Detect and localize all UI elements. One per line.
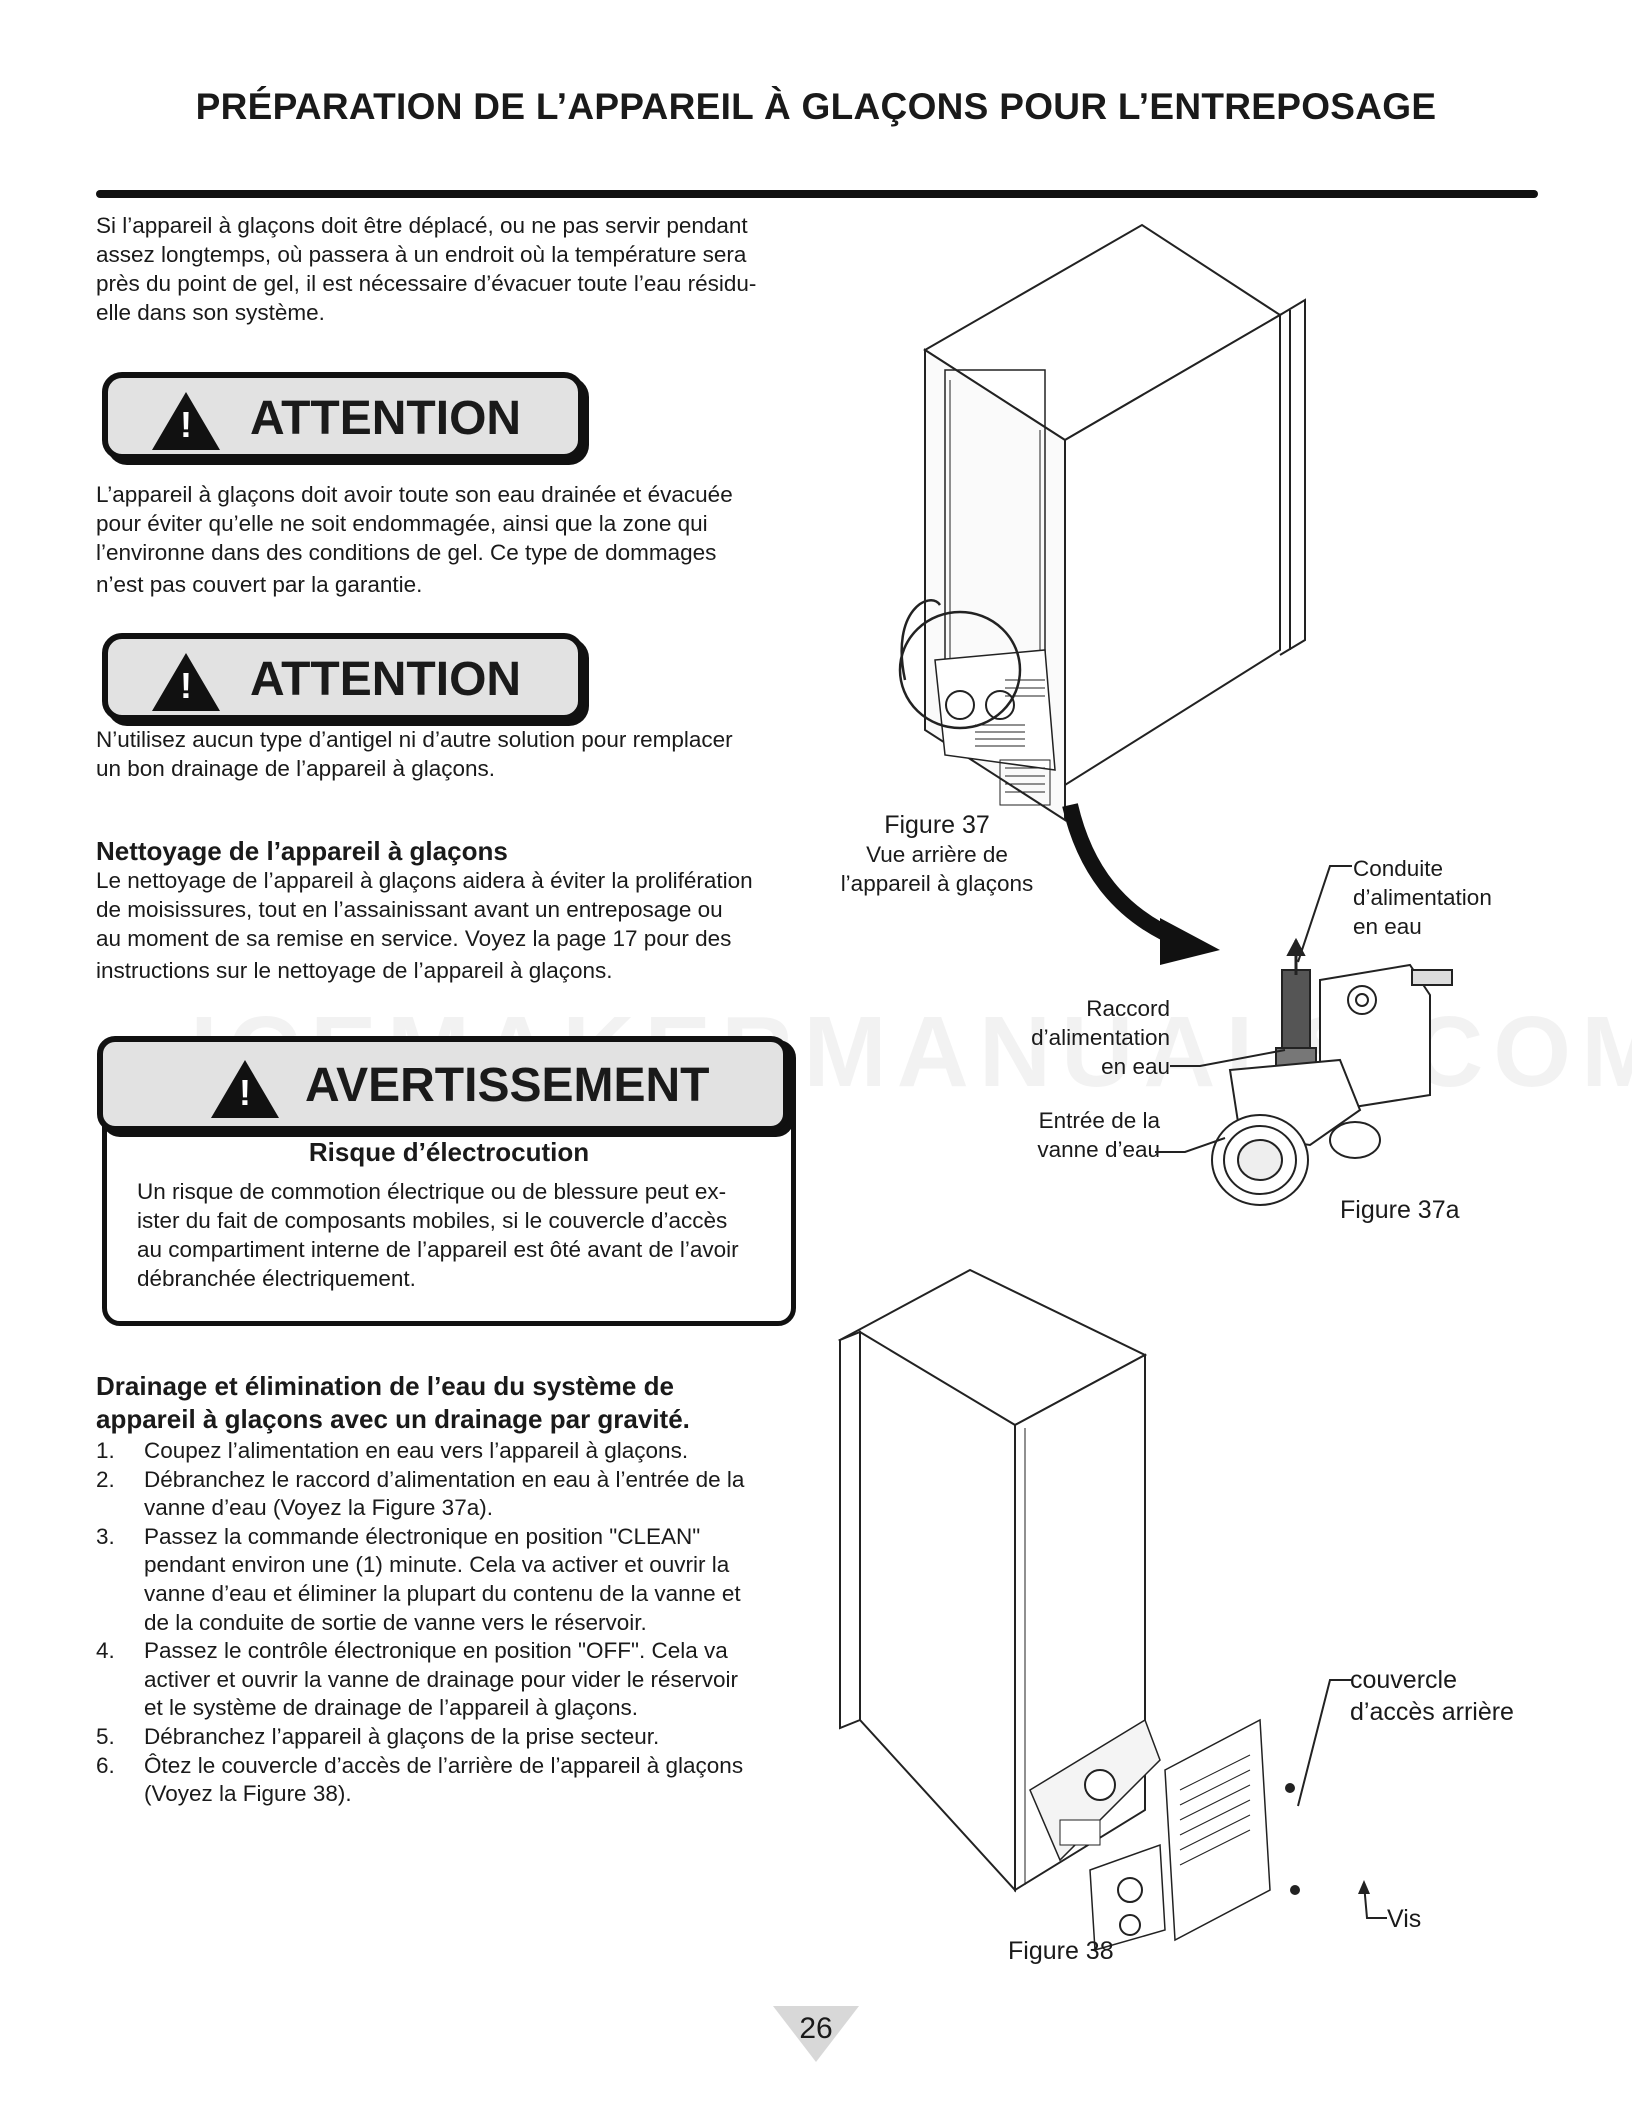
pointer-arrow-icon — [1062, 803, 1220, 965]
figure-37a-caption: Figure 37a — [1340, 1196, 1460, 1224]
step-line: Ôtez le couvercle d’accès de l’arrière d… — [144, 1752, 744, 1778]
callout-inlet: Entrée de la vanne d’eau — [1010, 1106, 1160, 1164]
warning-line: ister du fait de composants mobiles, si … — [137, 1208, 728, 1233]
drainage-heading: Drainage et élimination de l’eau du syst… — [96, 1370, 816, 1436]
callout-line: vanne d’eau — [1037, 1137, 1160, 1162]
page-number: 26 — [799, 2012, 833, 2045]
step-number: 4. — [96, 1638, 115, 1664]
callout-leader — [1170, 1049, 1286, 1067]
callout-line: Conduite — [1353, 856, 1444, 881]
cleaning-paragraph: Le nettoyage de l’appareil à glaçons aid… — [96, 866, 816, 985]
warning-line: débranchée électriquement. — [137, 1266, 416, 1291]
cleaning-line: de moisissures, tout en l’assainissant a… — [96, 897, 723, 922]
caption-line: l’appareil à glaçons — [840, 871, 1034, 896]
list-item: 2. Débranchez le raccord d’alimentation … — [96, 1466, 816, 1523]
callout-leader — [1155, 1137, 1226, 1153]
intro-line: assez longtemps, où passera à un endroit… — [96, 242, 747, 267]
callout-line: d’alimentation — [1353, 885, 1492, 910]
attention-text: L’appareil à glaçons doit avoir toute so… — [96, 480, 816, 599]
step-line: Passez le contrôle électronique en posit… — [144, 1638, 728, 1664]
attention-label: ATTENTION — [250, 392, 522, 445]
attention-line: l’environne dans des conditions de gel. … — [96, 540, 717, 565]
attention-line: L’appareil à glaçons doit avoir toute so… — [96, 482, 733, 507]
figure-38-illustration — [837, 1268, 1300, 1951]
figure-37a-illustration — [1211, 937, 1453, 1206]
list-item: 4. Passez le contrôle électronique en po… — [96, 1637, 816, 1723]
drainage-steps: 1. Coupez l’alimentation en eau vers l’a… — [96, 1437, 816, 1809]
callout-line: d’alimentation — [1031, 1025, 1170, 1050]
attention-box: ! ATTENTION — [102, 633, 584, 721]
warning-subtitle: Risque d’électrocution — [308, 1137, 590, 1167]
page-title: PRÉPARATION DE L’APPAREIL À GLAÇONS POUR… — [195, 86, 1437, 127]
callout-leader — [1297, 865, 1352, 963]
step-line: Débranchez le raccord d’alimentation en … — [144, 1466, 745, 1492]
figure-37-illustration — [898, 223, 1306, 822]
caption-line: Vue arrière de — [866, 842, 1008, 867]
step-number: 3. — [96, 1523, 115, 1549]
warning-line: au compartiment interne de l’appareil es… — [137, 1237, 739, 1262]
callout-leader — [1358, 1880, 1387, 1919]
intro-paragraph: Si l’appareil à glaçons doit être déplac… — [96, 211, 816, 327]
list-item: 6. Ôtez le couvercle d’accès de l’arrièr… — [96, 1752, 816, 1809]
step-line: activer et ouvrir la vanne de drainage p… — [144, 1666, 739, 1692]
attention-box: ! ATTENTION — [102, 372, 584, 460]
step-line: pendant environ une (1) minute. Cela va … — [144, 1552, 730, 1578]
step-line: vanne d’eau (Voyez la Figure 37a). — [144, 1495, 493, 1521]
step-line: et le système de drainage de l’appareil … — [144, 1695, 639, 1721]
callout-supply-line: Conduite d’alimentation en eau — [1353, 854, 1492, 941]
warning-text: Un risque de commotion électrique ou de … — [137, 1177, 787, 1293]
step-number: 1. — [96, 1438, 115, 1463]
figure-37-caption: Figure 37 Vue arrière de l’appareil à gl… — [822, 811, 1052, 898]
cleaning-line: Le nettoyage de l’appareil à glaçons aid… — [96, 868, 753, 893]
warning-label: AVERTISSEMENT — [305, 1059, 710, 1112]
callout-fitting: Raccord d’alimentation en eau — [1000, 994, 1170, 1081]
attention-text: N’utilisez aucun type d’antigel ni d’aut… — [96, 725, 816, 783]
attention-line: un bon drainage de l’appareil à glaçons. — [96, 756, 496, 781]
warning-line: Un risque de commotion électrique ou de … — [137, 1179, 727, 1204]
cleaning-line: instructions sur le nettoyage de l’appar… — [96, 958, 613, 983]
warning-header: ! AVERTISSEMENT — [97, 1036, 789, 1132]
step-line: (Voyez la Figure 38). — [144, 1781, 352, 1807]
caption-line: Figure 37 — [884, 811, 990, 839]
title-divider — [96, 190, 1538, 198]
callout-line: Entrée de la — [1038, 1108, 1160, 1133]
step-line: Coupez l’alimentation en eau vers l’appa… — [144, 1438, 689, 1463]
step-line: vanne d’eau et éliminer la plupart du co… — [144, 1580, 741, 1606]
step-number: 5. — [96, 1723, 115, 1749]
list-item: 3. Passez la commande électronique en po… — [96, 1523, 816, 1637]
callout-line: couvercle — [1350, 1666, 1457, 1694]
list-item: 1. Coupez l’alimentation en eau vers l’a… — [96, 1437, 816, 1466]
step-number: 6. — [96, 1752, 115, 1778]
warning-triangle-icon: ! — [152, 392, 220, 450]
drainage-heading-line: Drainage et élimination de l’eau du syst… — [96, 1371, 674, 1401]
callout-line: en eau — [1101, 1054, 1170, 1079]
list-item: 5. Débranchez l’appareil à glaçons de la… — [96, 1723, 816, 1752]
step-line: Débranchez l’appareil à glaçons de la pr… — [144, 1723, 660, 1749]
step-line: de la conduite de sortie de vanne vers l… — [144, 1609, 647, 1635]
intro-line: elle dans son système. — [96, 300, 325, 325]
callout-screw: Vis — [1387, 1905, 1422, 1933]
cleaning-line: au moment de sa remise en service. Voyez… — [96, 926, 732, 951]
attention-line: pour éviter qu’elle ne soit endommagée, … — [96, 511, 708, 536]
warning-triangle-icon: ! — [152, 653, 220, 711]
attention-line: N’utilisez aucun type d’antigel ni d’aut… — [96, 727, 733, 752]
callout-line: Raccord — [1086, 996, 1170, 1021]
intro-line: Si l’appareil à glaçons doit être déplac… — [96, 213, 748, 238]
step-number: 2. — [96, 1466, 115, 1492]
step-line: Passez la commande électronique en posit… — [144, 1523, 701, 1549]
figure-38-caption: Figure 38 — [1008, 1937, 1114, 1965]
intro-line: près du point de gel, il est nécessaire … — [96, 271, 757, 296]
attention-label: ATTENTION — [250, 653, 522, 706]
attention-line: n’est pas couvert par la garantie. — [96, 572, 423, 597]
callout-line: d’accès arrière — [1350, 1698, 1514, 1726]
warning-triangle-icon: ! — [211, 1060, 279, 1118]
callout-cover: couvercle d’accès arrière — [1350, 1664, 1514, 1728]
cleaning-heading: Nettoyage de l’appareil à glaçons — [96, 836, 508, 866]
callout-line: en eau — [1353, 914, 1422, 939]
page-number-marker — [773, 2006, 859, 2062]
drainage-heading-line: appareil à glaçons avec un drainage par … — [96, 1404, 690, 1434]
callout-leader — [1297, 1679, 1352, 1807]
